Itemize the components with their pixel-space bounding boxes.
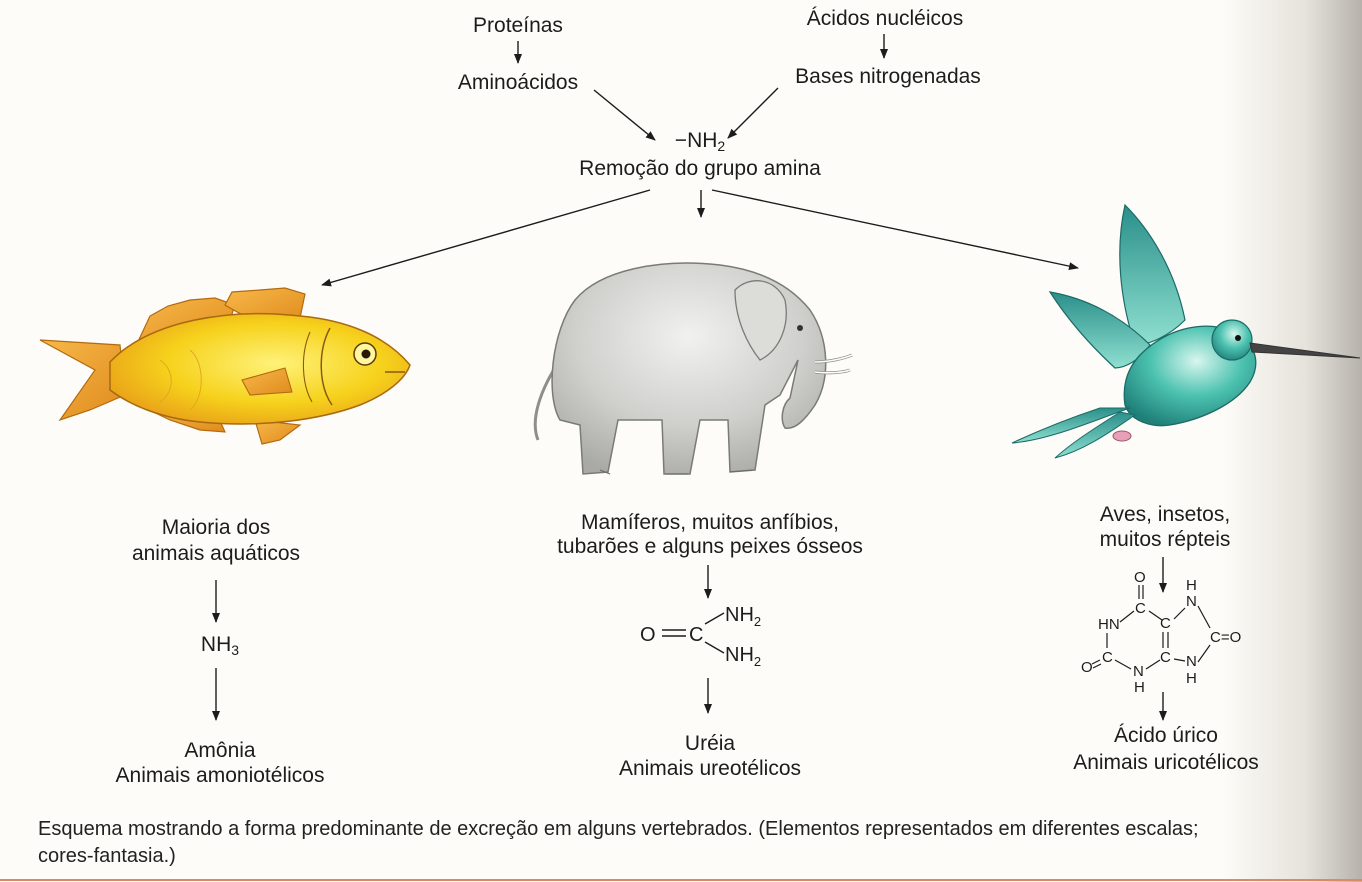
fish-desc-line1: Maioria dos [161, 516, 271, 539]
elephant-product-name: Uréia [684, 732, 736, 755]
uric-c4: C [1160, 649, 1171, 666]
uric-h3: H [1134, 679, 1145, 696]
fish-formula-nh3: NH3 [200, 633, 240, 658]
elephant-desc-line1: Mamíferos, muitos anfíbios, [581, 511, 839, 534]
urea-nh2-top: NH2 [725, 604, 761, 629]
caption-line1: Esquema mostrando a forma predominante d… [38, 818, 1199, 840]
uric-n9: N [1186, 653, 1197, 670]
uric-acid-structure: O C HN C C C O N H N H C=O N H [1081, 569, 1241, 696]
bottom-rule [0, 879, 1362, 881]
elephant-desc-line2: tubarões e alguns peixes ósseos [557, 535, 863, 558]
uric-n3: N [1133, 663, 1144, 680]
fish-illustration [39, 287, 411, 445]
arrow-to-fish [321, 189, 651, 287]
arrow-bases-nh2 [727, 87, 779, 139]
label-acidos-nucleicos: Ácidos nucléicos [806, 7, 964, 30]
uric-c8: C=O [1210, 629, 1241, 646]
arrow-aminoacidos-nh2 [593, 89, 656, 141]
bird-desc-line1: Aves, insetos, [1099, 503, 1231, 526]
label-proteinas: Proteínas [473, 14, 563, 37]
lower-arrows [212, 557, 1167, 721]
uric-n7: N [1186, 593, 1197, 610]
urea-o: O [640, 624, 656, 646]
bird-animal-type: Animais uricotélicos [1073, 751, 1259, 774]
uric-h7: H [1186, 577, 1197, 594]
uric-h9: H [1186, 670, 1197, 687]
label-aminoacidos: Aminoácidos [457, 71, 579, 94]
fish-desc-line2: animais aquáticos [131, 542, 301, 565]
bird-desc-line2: muitos répteis [1099, 528, 1231, 551]
figure-caption: Esquema mostrando a forma predominante d… [38, 816, 1338, 870]
caption-line2: cores-fantasia.) [38, 845, 176, 867]
hummingbird-illustration [1011, 203, 1361, 459]
fish-product-name: Amônia [184, 739, 256, 762]
uric-o-top: O [1134, 569, 1146, 586]
uric-c5: C [1160, 615, 1171, 632]
elephant-animal-type: Animais ureotélicos [618, 757, 802, 780]
elephant-illustration [533, 262, 853, 475]
urea-structure: O C NH2 NH2 [640, 604, 761, 669]
top-arrows [321, 34, 1079, 287]
uric-o-left: O [1081, 659, 1093, 676]
label-remocao-grupo-amina: Remoção do grupo amina [579, 157, 821, 180]
urea-nh2-bottom: NH2 [725, 644, 761, 669]
bird-product-name: Ácido úrico [1114, 724, 1218, 747]
label-bases-nitrogenadas: Bases nitrogenadas [795, 65, 981, 88]
urea-c: C [689, 624, 703, 646]
fish-animal-type: Animais amoniotélicos [115, 764, 325, 787]
arrow-to-bird [711, 189, 1079, 271]
uric-c6: C [1102, 649, 1113, 666]
label-nh2-group: −NH2 [674, 129, 726, 154]
uric-c2: C [1135, 600, 1146, 617]
uric-hn: HN [1098, 616, 1120, 633]
